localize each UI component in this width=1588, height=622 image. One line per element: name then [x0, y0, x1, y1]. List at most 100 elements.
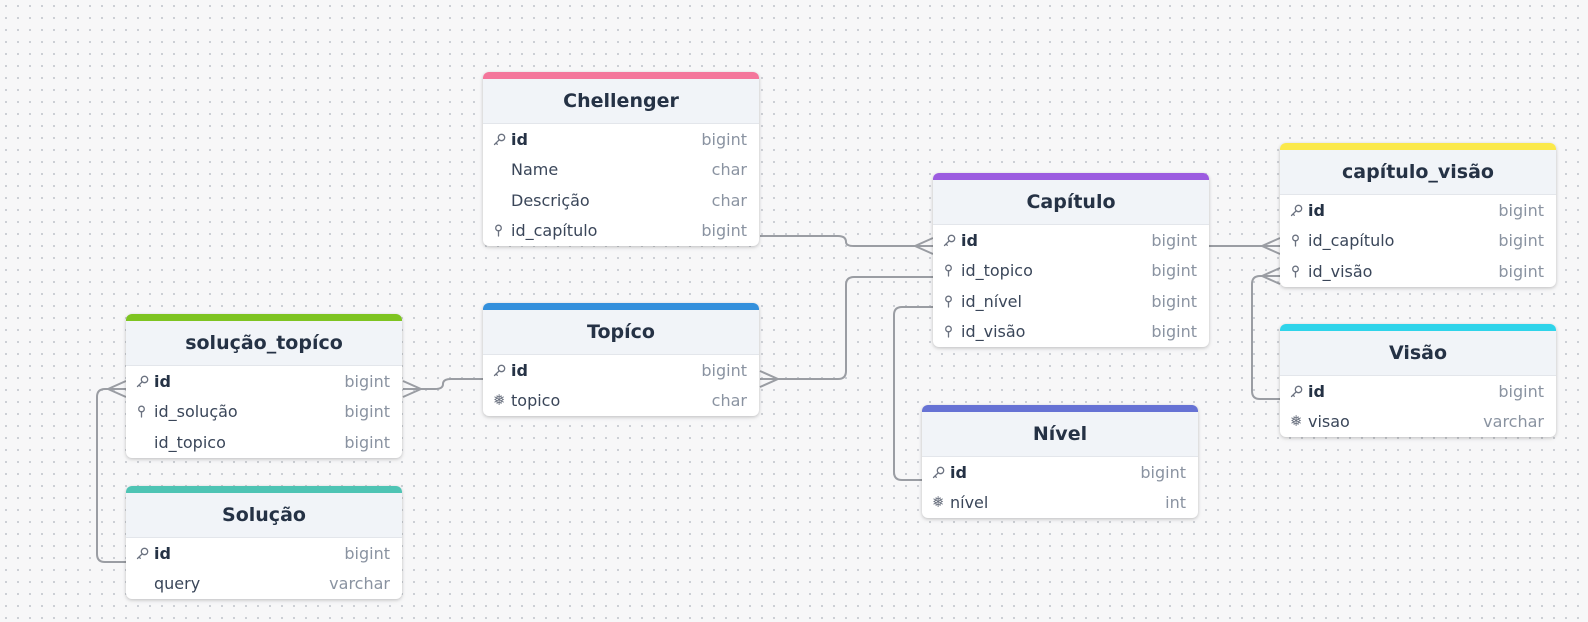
field-name: id — [154, 543, 171, 563]
field-name: id — [511, 129, 528, 149]
field-type: bigint — [1151, 230, 1197, 250]
field-name: id_nível — [961, 291, 1022, 311]
key-icon — [136, 375, 154, 388]
key-icon — [493, 133, 511, 146]
crows-foot-marker — [759, 370, 779, 388]
edge-topico-capitulo — [760, 276, 933, 380]
field-row[interactable]: id_capítulo bigint — [483, 216, 759, 247]
field-row[interactable]: id_solução bigint — [126, 397, 402, 428]
foreign-key-icon — [136, 405, 154, 418]
foreign-key-icon — [1290, 234, 1308, 247]
field-name: topico — [511, 391, 561, 411]
field-name: id_topico — [154, 432, 226, 452]
edge-visao-capitulo-visao — [1251, 275, 1280, 400]
field-name: id — [950, 462, 967, 482]
field-row[interactable]: id_capítulo bigint — [1280, 226, 1556, 257]
field-type: bigint — [344, 402, 390, 422]
field-name: id — [1308, 200, 1325, 220]
table-header[interactable]: capítulo_visão — [1280, 143, 1556, 195]
field-row[interactable]: query varchar — [126, 569, 402, 600]
field-name: nível — [950, 493, 989, 513]
field-type: bigint — [701, 360, 747, 380]
field-row[interactable]: Name char — [483, 155, 759, 186]
key-icon — [136, 547, 154, 560]
table-header[interactable]: solução_topíco — [126, 314, 402, 366]
field-name: id_capítulo — [1308, 231, 1395, 251]
field-name: id_solução — [154, 402, 238, 422]
foreign-key-icon — [943, 325, 961, 338]
table-header[interactable]: Nível — [922, 405, 1198, 457]
field-name: id_capítulo — [511, 221, 598, 241]
field-type: bigint — [1151, 322, 1197, 342]
field-row[interactable]: id_topico bigint — [126, 427, 402, 458]
field-type: bigint — [1151, 261, 1197, 281]
crows-foot-marker — [914, 237, 934, 255]
field-type: bigint — [701, 221, 747, 241]
key-icon — [1290, 385, 1308, 398]
field-type: varchar — [1483, 412, 1544, 432]
field-type: bigint — [344, 432, 390, 452]
table-header[interactable]: Topíco — [483, 303, 759, 355]
field-row[interactable]: id bigint — [922, 457, 1198, 488]
field-type: char — [711, 160, 747, 180]
unique-icon: ❅ — [1290, 412, 1303, 431]
foreign-key-icon — [1290, 265, 1308, 278]
field-row[interactable]: id_nível bigint — [933, 286, 1209, 317]
table-header[interactable]: Capítulo — [933, 173, 1209, 225]
crows-foot-marker — [1261, 267, 1281, 285]
field-type: bigint — [1140, 462, 1186, 482]
field-row[interactable]: id bigint — [126, 538, 402, 569]
field-row[interactable]: id bigint — [483, 355, 759, 386]
field-type: bigint — [344, 371, 390, 391]
field-type: varchar — [329, 574, 390, 594]
field-name: Name — [511, 160, 559, 180]
table-solucao[interactable]: Solução id bigint query varchar — [126, 486, 402, 599]
table-header[interactable]: Solução — [126, 486, 402, 538]
table-header[interactable]: Chellenger — [483, 72, 759, 124]
field-type: bigint — [344, 543, 390, 563]
crows-foot-marker — [1261, 237, 1281, 255]
field-name: query — [154, 574, 201, 594]
foreign-key-icon — [943, 295, 961, 308]
field-type: char — [711, 190, 747, 210]
edge-solucao-solucao-topico — [96, 388, 126, 563]
table-header[interactable]: Visão — [1280, 324, 1556, 376]
field-type: bigint — [1498, 231, 1544, 251]
field-type: bigint — [1498, 261, 1544, 281]
field-name: id_visão — [1308, 261, 1373, 281]
edge-topico-solucao-topico — [403, 378, 483, 390]
field-name: id_visão — [961, 322, 1026, 342]
crows-foot-marker — [107, 380, 127, 398]
field-row[interactable]: id_visão bigint — [933, 317, 1209, 348]
unique-icon: ❅ — [932, 493, 945, 512]
field-type: bigint — [1151, 291, 1197, 311]
unique-icon: ❅ — [493, 391, 506, 410]
field-name: id — [511, 360, 528, 380]
field-row[interactable]: id_visão bigint — [1280, 256, 1556, 287]
field-name: id — [1308, 381, 1325, 401]
key-icon — [943, 234, 961, 247]
crows-foot-marker — [402, 380, 422, 398]
